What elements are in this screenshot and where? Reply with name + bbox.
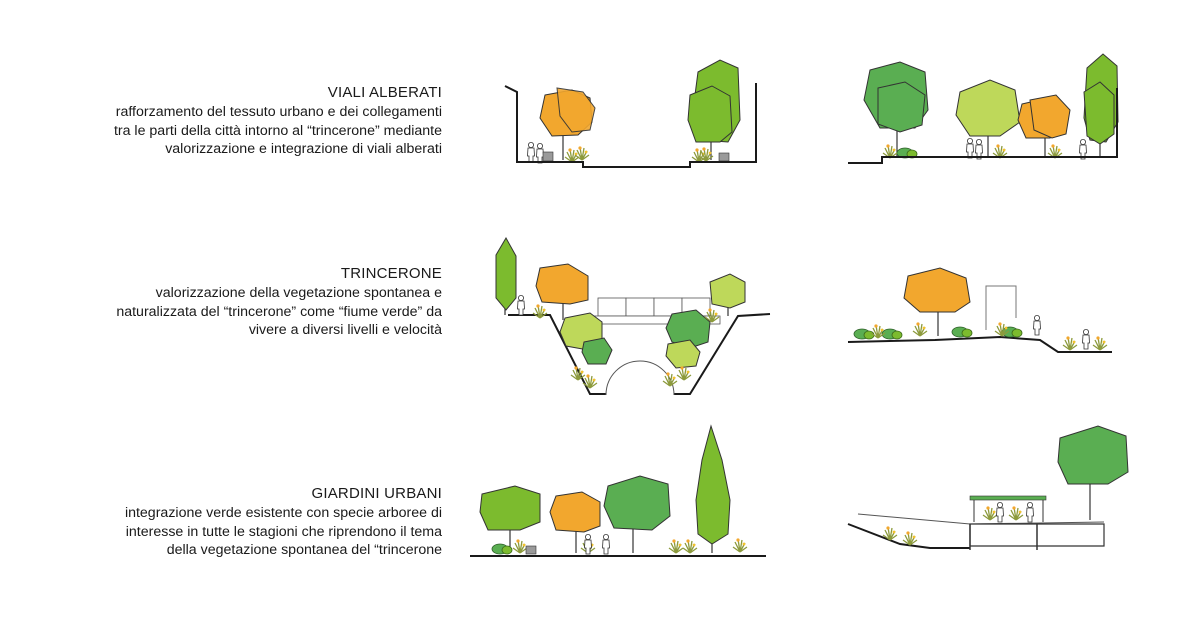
tree — [1083, 53, 1119, 157]
tree — [539, 87, 596, 160]
tree — [495, 236, 517, 315]
description-line: valorizzazione e integrazione di viali a… — [165, 141, 442, 158]
section-title: TRINCERONE — [340, 265, 442, 282]
tree — [1057, 425, 1129, 520]
pergola — [969, 495, 1047, 522]
description-line: rafforzamento del tessuto urbano e dei c… — [115, 104, 442, 120]
section-description: rafforzamento del tessuto urbano e dei c… — [2, 103, 442, 159]
tree — [903, 267, 971, 336]
viali-section-diagram — [504, 59, 757, 168]
description-line: interesse in tutte le stagioni che ripre… — [125, 523, 442, 540]
trincerone-section-diagram — [495, 236, 771, 396]
description-line: valorizzazione della vegetazione spontan… — [155, 285, 442, 301]
section-trincerone: TRINCERONE valorizzazione della vegetazi… — [2, 264, 442, 340]
tree — [955, 79, 1021, 157]
giardini-section-diagram — [470, 424, 766, 557]
tree — [665, 309, 711, 369]
tree — [709, 273, 746, 316]
tree — [687, 59, 741, 160]
tree — [603, 475, 671, 553]
tree — [549, 491, 601, 553]
section-description: valorizzazione della vegetazione spontan… — [2, 284, 442, 340]
section-description: integrazione verde esistente con specie … — [2, 504, 442, 560]
section-title: VIALI ALBERATI — [327, 84, 442, 101]
tree — [1017, 94, 1071, 157]
description-line: naturalizzata del “trincerone” come “fiu… — [116, 303, 442, 320]
viali-proposal-diagram — [848, 53, 1119, 164]
tree — [479, 485, 541, 553]
section-viali-alberati: VIALI ALBERATI rafforzamento del tessuto… — [2, 83, 442, 159]
description-line: della vegetazione spontanea del “trincer… — [166, 542, 442, 559]
description-line: vivere a diversi livelli e velocità — [248, 322, 442, 339]
tree — [863, 61, 929, 157]
section-title: GIARDINI URBANI — [311, 485, 442, 502]
description-line: tra le parti della città intorno al “tri… — [113, 122, 442, 139]
tree — [559, 312, 613, 365]
giardini-proposal-diagram — [847, 425, 1129, 550]
section-giardini-urbani: GIARDINI URBANI integrazione verde esist… — [2, 484, 442, 560]
description-line: integrazione verde esistente con specie … — [124, 505, 442, 521]
trincerone-proposal-diagram — [847, 267, 1112, 353]
tree — [535, 263, 589, 320]
tree — [695, 424, 731, 553]
bridge — [589, 297, 721, 396]
